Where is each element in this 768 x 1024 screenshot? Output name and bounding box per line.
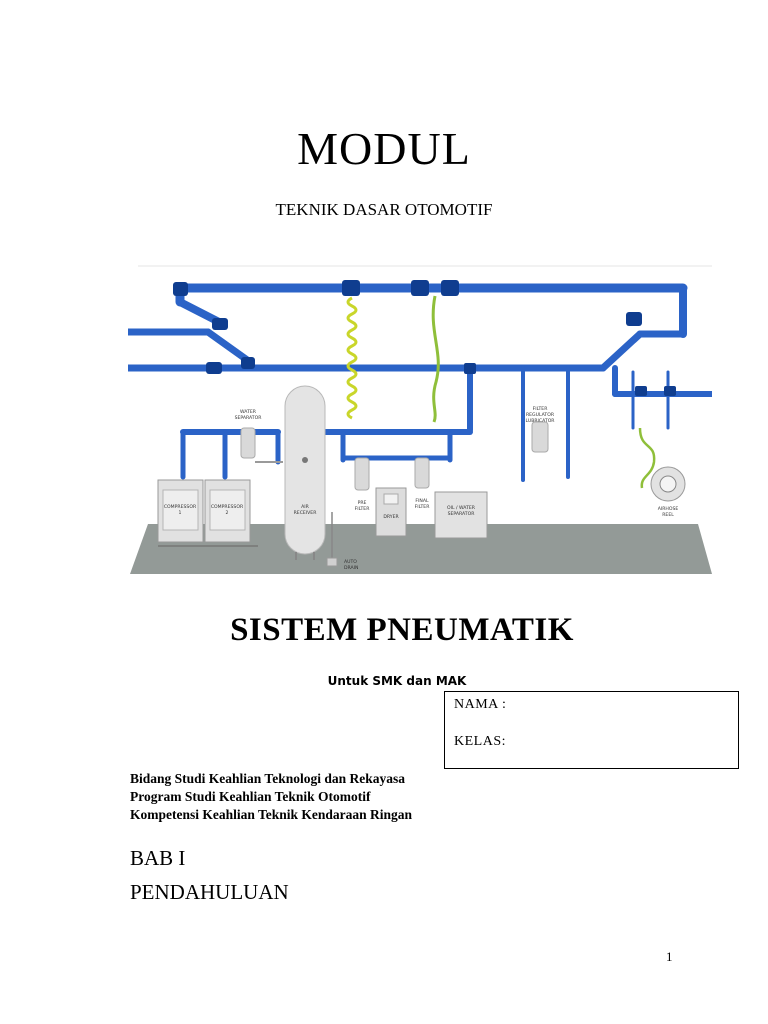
program-line: Kompetensi Keahlian Teknik Kendaraan Rin…: [130, 807, 413, 822]
nama-field-label[interactable]: NAMA :: [454, 697, 507, 712]
svg-text:REGULATOR: REGULATOR: [526, 412, 555, 418]
svg-text:FILTER: FILTER: [533, 406, 549, 412]
svg-text:DRAIN: DRAIN: [344, 565, 358, 571]
svg-text:COMPRESSOR: COMPRESSOR: [164, 504, 197, 510]
air-receiver: [284, 385, 326, 555]
svg-text:WATER: WATER: [240, 409, 257, 415]
floor: [130, 524, 712, 574]
svg-text:OIL / WATER: OIL / WATER: [447, 505, 476, 511]
svg-text:AIR: AIR: [301, 504, 309, 510]
program-line: Bidang Studi Keahlian Teknologi dan Reka…: [130, 771, 405, 786]
document-title: MODUL: [297, 123, 471, 174]
chapter-number: BAB I: [130, 846, 186, 870]
svg-text:FINAL: FINAL: [415, 498, 429, 504]
svg-text:AIRHOSE: AIRHOSE: [658, 506, 679, 512]
svg-text:COMPRESSOR: COMPRESSOR: [211, 504, 244, 510]
kelas-field-label[interactable]: KELAS:: [454, 734, 506, 749]
final-filter: [414, 457, 430, 489]
svg-text:AUTO: AUTO: [344, 559, 357, 565]
water-separator: [240, 427, 256, 459]
program-line: Program Studi Keahlian Teknik Otomotif: [130, 789, 371, 804]
audience-line: Untuk SMK dan MAK: [327, 674, 467, 688]
program-info: Bidang Studi Keahlian Teknologi dan Reka…: [130, 770, 412, 824]
svg-text:1: 1: [179, 510, 182, 516]
oil-water-separator: [434, 491, 488, 539]
filter-regulator-lubricator: [531, 421, 549, 453]
pre-filter: [354, 457, 370, 491]
svg-text:SEPARATOR: SEPARATOR: [448, 511, 476, 517]
svg-text:REEL: REEL: [662, 512, 674, 518]
chapter-title: PENDAHULUAN: [130, 880, 289, 904]
auto-drain: [326, 557, 338, 567]
student-id-box: NAMA : KELAS:: [444, 691, 739, 769]
svg-text:RECEIVER: RECEIVER: [294, 510, 318, 516]
main-heading: SISTEM PNEUMATIK: [230, 612, 574, 648]
svg-text:DRYER: DRYER: [383, 514, 399, 520]
svg-text:SEPARATOR: SEPARATOR: [235, 415, 263, 421]
coiled-air-hose: [346, 296, 358, 420]
green-air-hose: [431, 295, 440, 423]
svg-text:2: 2: [226, 510, 229, 516]
svg-text:FILTER: FILTER: [415, 504, 431, 510]
svg-text:PRE: PRE: [358, 500, 367, 506]
document-subtitle: TEKNIK DASAR OTOMOTIF: [275, 200, 493, 219]
page-number: 1: [666, 949, 673, 964]
pneumatic-system-diagram: AIR RECEIVER WATER SEPARATOR COMPRESSOR …: [128, 265, 712, 574]
svg-text:FILTER: FILTER: [355, 506, 371, 512]
svg-text:LUBRICATOR: LUBRICATOR: [526, 418, 556, 424]
